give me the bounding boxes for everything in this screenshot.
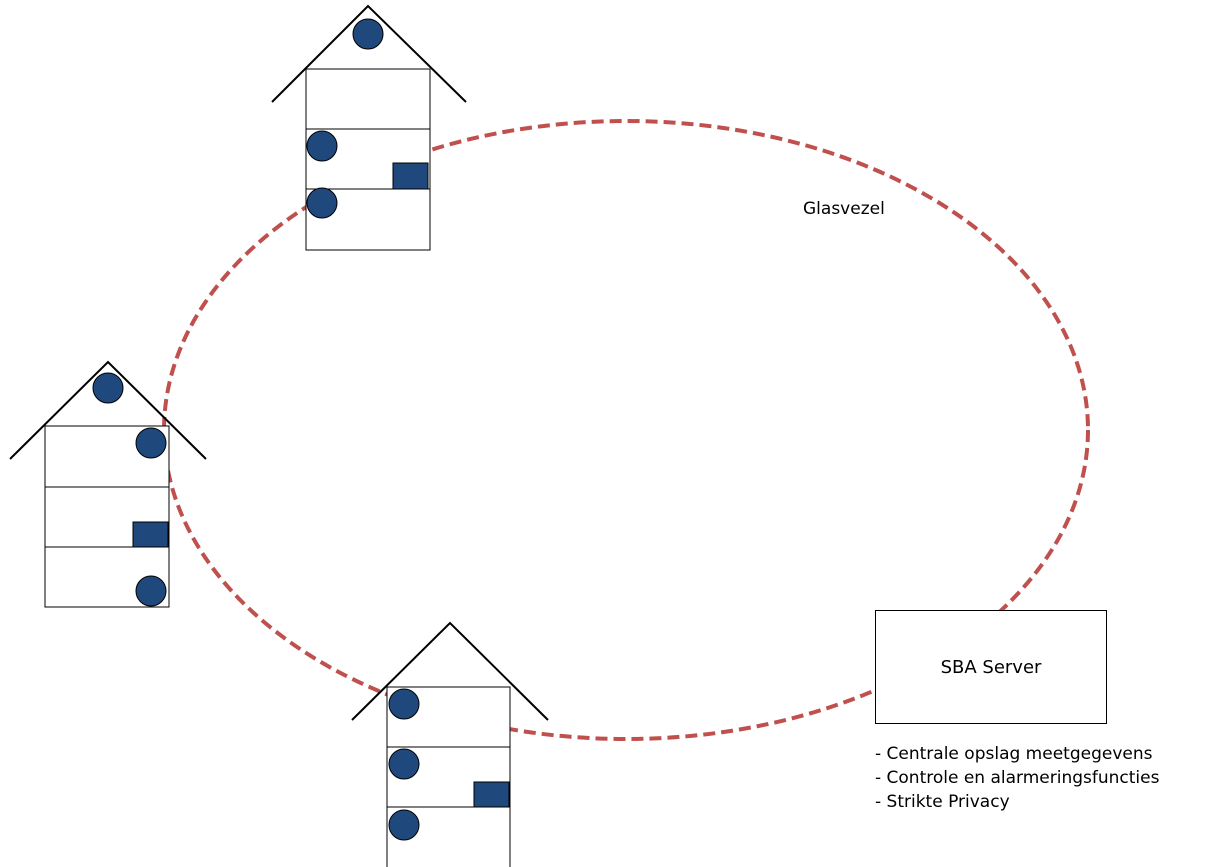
building-roof xyxy=(271,4,467,103)
building-bottom xyxy=(351,621,549,867)
sensor-node xyxy=(388,809,420,841)
building-top xyxy=(271,4,467,251)
server-box: SBA Server xyxy=(875,610,1107,724)
sensor-node xyxy=(135,575,167,607)
sensor-node xyxy=(306,130,338,162)
server-feature-list: - Centrale opslag meetgegevens - Control… xyxy=(875,742,1159,814)
server-feature-item: - Centrale opslag meetgegevens xyxy=(875,744,1153,764)
server-feature-item: - Controle en alarmeringsfuncties xyxy=(875,768,1160,788)
gateway-box xyxy=(392,162,429,190)
server-feature-item: - Strikte Privacy xyxy=(875,792,1010,812)
server-title: SBA Server xyxy=(940,656,1042,678)
building-roof xyxy=(9,360,207,460)
sensor-node xyxy=(306,187,338,219)
fiber-ring xyxy=(162,119,1090,741)
building-roof xyxy=(351,621,549,721)
sensor-node xyxy=(388,748,420,780)
sensor-node xyxy=(135,427,167,459)
gateway-box xyxy=(473,781,510,808)
sensor-node xyxy=(92,372,124,404)
sensor-node xyxy=(352,18,384,50)
building-left xyxy=(9,360,207,608)
gateway-box xyxy=(132,521,169,548)
sensor-node xyxy=(388,688,420,720)
fiber-label: Glasvezel xyxy=(803,199,885,219)
